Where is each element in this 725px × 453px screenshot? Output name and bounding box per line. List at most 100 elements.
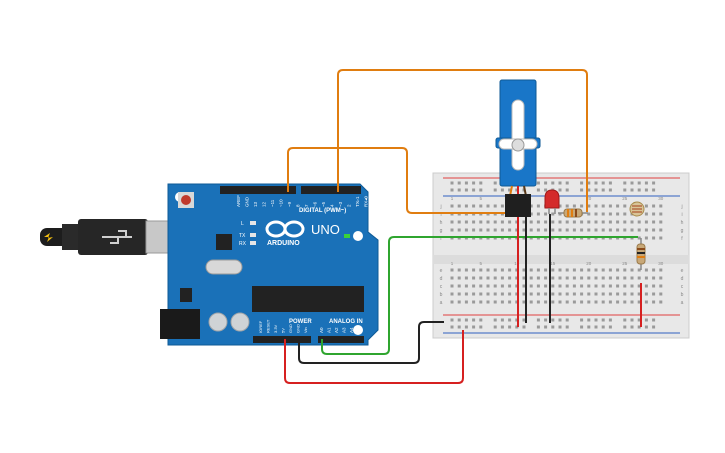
breadboard-rail-hole[interactable] [623,181,627,185]
breadboard-hole[interactable] [536,284,540,288]
breadboard-hole[interactable] [623,268,627,272]
breadboard-hole[interactable] [515,292,519,296]
breadboard-rail-hole[interactable] [450,318,454,322]
breadboard-hole[interactable] [464,228,468,232]
breadboard-hole[interactable] [493,292,497,296]
breadboard-hole[interactable] [464,284,468,288]
breadboard-rail-hole[interactable] [544,181,548,185]
breadboard-hole[interactable] [551,228,555,232]
breadboard-hole[interactable] [580,300,584,304]
breadboard-hole[interactable] [486,292,490,296]
breadboard-hole[interactable] [551,220,555,224]
breadboard-rail-hole[interactable] [522,325,526,329]
breadboard-rail-hole[interactable] [601,318,605,322]
photoresistor[interactable] [629,201,645,217]
breadboard-hole[interactable] [601,284,605,288]
breadboard-hole[interactable] [450,220,454,224]
wire-green-a0[interactable] [321,236,638,355]
breadboard-rail-hole[interactable] [500,318,504,322]
breadboard-rail-hole[interactable] [587,325,591,329]
breadboard-hole[interactable] [529,212,533,216]
breadboard-hole[interactable] [580,228,584,232]
breadboard-rail-hole[interactable] [580,181,584,185]
breadboard-hole[interactable] [457,228,461,232]
breadboard-hole[interactable] [637,236,641,240]
breadboard-hole[interactable] [479,284,483,288]
breadboard-hole[interactable] [508,292,512,296]
breadboard-hole[interactable] [630,268,634,272]
breadboard-hole[interactable] [536,292,540,296]
breadboard-rail-hole[interactable] [493,318,497,322]
breadboard-rail-hole[interactable] [565,318,569,322]
wires[interactable] [284,69,642,384]
breadboard-hole[interactable] [508,268,512,272]
breadboard-rail-hole[interactable] [565,325,569,329]
breadboard-rail-hole[interactable] [601,188,605,192]
breadboard-rail-hole[interactable] [601,181,605,185]
breadboard-hole[interactable] [500,268,504,272]
breadboard-holes[interactable] [450,181,663,329]
breadboard-hole[interactable] [515,268,519,272]
breadboard-hole[interactable] [580,220,584,224]
breadboard-hole[interactable] [652,268,656,272]
servo-motor[interactable] [495,79,541,217]
breadboard-hole[interactable] [536,220,540,224]
breadboard-rail-hole[interactable] [479,181,483,185]
breadboard-hole[interactable] [659,276,663,280]
breadboard-hole[interactable] [486,300,490,304]
breadboard-rail-hole[interactable] [472,325,476,329]
breadboard-hole[interactable] [479,292,483,296]
breadboard-hole[interactable] [601,300,605,304]
breadboard-hole[interactable] [457,300,461,304]
breadboard-hole[interactable] [644,236,648,240]
breadboard-hole[interactable] [515,276,519,280]
breadboard-hole[interactable] [659,204,663,208]
breadboard-rail-hole[interactable] [464,325,468,329]
breadboard-rail-hole[interactable] [472,188,476,192]
breadboard-hole[interactable] [472,284,476,288]
breadboard-hole[interactable] [536,228,540,232]
breadboard-hole[interactable] [508,300,512,304]
breadboard-hole[interactable] [652,228,656,232]
breadboard-rail-hole[interactable] [479,188,483,192]
breadboard-hole[interactable] [472,228,476,232]
breadboard-hole[interactable] [493,268,497,272]
breadboard-hole[interactable] [457,292,461,296]
breadboard-rail-hole[interactable] [652,325,656,329]
breadboard-hole[interactable] [472,300,476,304]
breadboard-hole[interactable] [587,300,591,304]
breadboard-hole[interactable] [500,300,504,304]
breadboard-rail-hole[interactable] [536,318,540,322]
breadboard-rail-hole[interactable] [479,318,483,322]
breadboard-hole[interactable] [464,300,468,304]
breadboard-hole[interactable] [608,228,612,232]
breadboard-hole[interactable] [464,204,468,208]
breadboard-hole[interactable] [536,276,540,280]
breadboard-hole[interactable] [637,292,641,296]
breadboard-hole[interactable] [457,204,461,208]
breadboard-rail-hole[interactable] [594,188,598,192]
breadboard-hole[interactable] [601,276,605,280]
red-led[interactable] [544,189,560,214]
breadboard-rail-hole[interactable] [594,181,598,185]
breadboard-hole[interactable] [457,276,461,280]
breadboard-rail-hole[interactable] [544,325,548,329]
breadboard-rail-hole[interactable] [594,325,598,329]
breadboard-rail-hole[interactable] [587,181,591,185]
breadboard-hole[interactable] [616,276,620,280]
breadboard-hole[interactable] [565,300,569,304]
breadboard-hole[interactable] [565,204,569,208]
breadboard-hole[interactable] [587,292,591,296]
breadboard-hole[interactable] [464,292,468,296]
breadboard-rail-hole[interactable] [479,325,483,329]
servo-connector[interactable] [505,194,531,217]
breadboard-rail-hole[interactable] [601,325,605,329]
breadboard-hole[interactable] [580,292,584,296]
breadboard-rail-hole[interactable] [623,188,627,192]
breadboard-hole[interactable] [565,268,569,272]
breadboard-hole[interactable] [594,204,598,208]
breadboard-hole[interactable] [558,284,562,288]
breadboard-hole[interactable] [580,276,584,280]
breadboard-hole[interactable] [608,292,612,296]
breadboard-hole[interactable] [623,284,627,288]
